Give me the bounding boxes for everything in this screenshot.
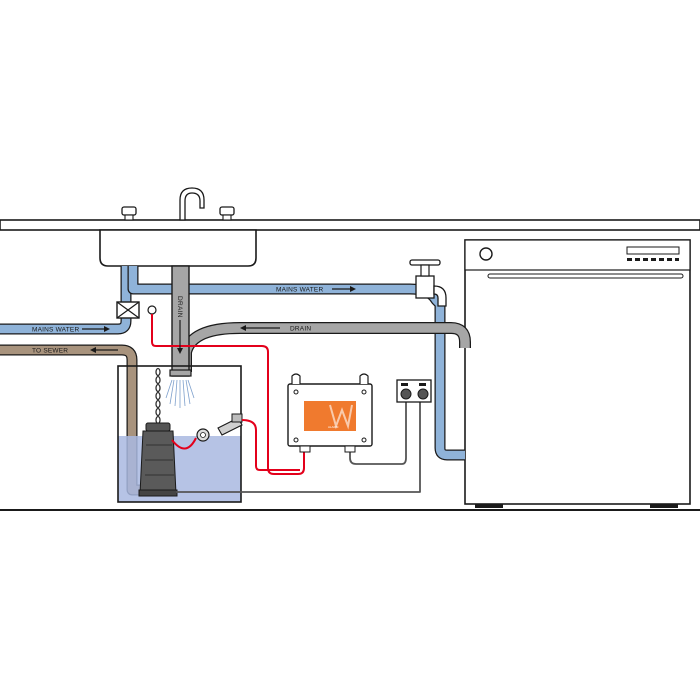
sink-tap-right-icon: [219, 206, 235, 216]
alarm-control-unit: ALARM: [287, 373, 373, 453]
sink: [99, 187, 257, 267]
dishwasher-buttons: [627, 258, 679, 261]
sink-tap-left-icon: [121, 206, 137, 216]
mains-water-left-label: MAINS WATER: [32, 327, 79, 334]
dishwasher-handle: [487, 273, 684, 279]
flow-arrows: [82, 286, 356, 354]
power-button-icon: [479, 247, 493, 261]
solenoid-valve-icon: [116, 301, 157, 319]
level-sensor-icon: [217, 413, 243, 436]
water-spray-icon: [165, 379, 195, 408]
dishwasher-foot-left: [475, 504, 503, 508]
submersible-pump-icon: [138, 422, 178, 497]
drain-label: DRAIN: [290, 326, 311, 333]
control-cables: [176, 396, 421, 493]
dishwasher-display: [626, 246, 680, 255]
to-sewer-label: TO SEWER: [32, 348, 68, 355]
sump-tank: [117, 365, 243, 503]
countertop: [0, 219, 700, 231]
dishwasher: [464, 239, 691, 508]
float-switch-icon: [196, 428, 210, 442]
chain-icon: [155, 367, 161, 425]
signal-wires: [151, 314, 305, 475]
sink-spout-icon: [179, 187, 205, 221]
power-socket-icon: [396, 379, 432, 403]
mains-water-top-label: MAINS WATER: [276, 287, 323, 294]
dishwasher-foot-right: [650, 504, 678, 508]
alarm-brand-label: ALARM: [328, 425, 339, 429]
wall-tap-icon: [409, 259, 447, 307]
drain-vertical-label: DRAIN: [176, 296, 183, 318]
